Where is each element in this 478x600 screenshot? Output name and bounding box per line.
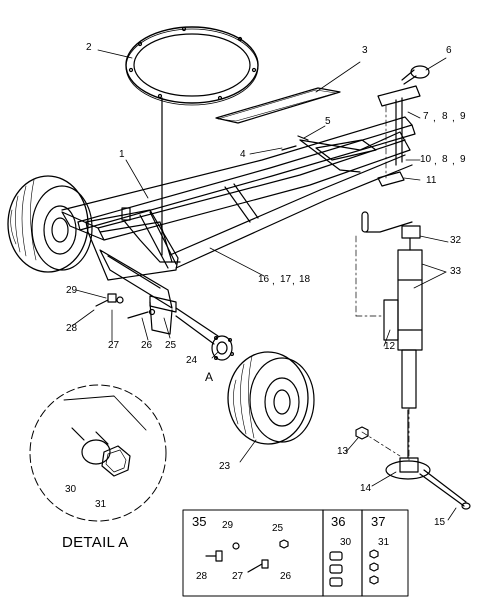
comma-17-18: , xyxy=(292,276,295,287)
decal-plate xyxy=(215,87,341,124)
callout-16: 16 xyxy=(258,274,270,285)
kit-35-part-29: 29 xyxy=(222,520,234,531)
comma-10-8: , xyxy=(434,156,437,167)
kit-35-part-25: 25 xyxy=(272,523,284,534)
jack-foot xyxy=(385,409,431,480)
detail-a-circle xyxy=(29,384,167,522)
kit-36-part-30: 30 xyxy=(340,537,352,548)
center-lines xyxy=(161,97,410,461)
right-hub xyxy=(175,307,235,361)
callout-11: 11 xyxy=(426,175,437,186)
callout-12: 12 xyxy=(384,341,396,352)
callout-32: 32 xyxy=(450,235,462,246)
turntable-ring xyxy=(125,26,259,106)
kit-35-part-27: 27 xyxy=(232,571,244,582)
detail-a-title: DETAIL A xyxy=(62,534,129,551)
leader-lines xyxy=(71,49,457,521)
callout-1: 1 xyxy=(119,149,125,160)
callout-3: 3 xyxy=(362,45,368,56)
callout-23: 23 xyxy=(219,461,231,472)
comma-8-9: , xyxy=(452,113,455,124)
callout-13: 13 xyxy=(337,446,349,457)
jack-stand xyxy=(361,211,423,409)
callout-10: 10 xyxy=(420,154,432,165)
callout-33: 33 xyxy=(450,266,462,277)
callout-28: 28 xyxy=(66,323,78,334)
detail-callout-31: 31 xyxy=(95,499,107,510)
hitch-bracket xyxy=(377,65,430,187)
right-wheel xyxy=(227,351,315,445)
callout-26: 26 xyxy=(141,340,153,351)
jack-pin xyxy=(419,469,471,510)
callout-29: 29 xyxy=(66,285,78,296)
callout-2: 2 xyxy=(86,42,92,53)
kit-36-title: 36 xyxy=(331,514,346,529)
callout-7: 7 xyxy=(423,111,429,122)
callout-27: 27 xyxy=(108,340,120,351)
callout-15: 15 xyxy=(434,517,446,528)
callout-18: 18 xyxy=(299,274,311,285)
comma-16-17: , xyxy=(272,276,275,287)
callout-24: 24 xyxy=(186,355,198,366)
callout-14: 14 xyxy=(360,483,372,494)
callout-8a: 8 xyxy=(442,111,448,122)
callout-25: 25 xyxy=(165,340,177,351)
callout-9b: 9 xyxy=(460,154,466,165)
kit-37-part-31: 31 xyxy=(378,537,390,548)
callout-8b: 8 xyxy=(442,154,448,165)
jack-nut xyxy=(355,426,369,440)
kit-37-title: 37 xyxy=(371,514,386,529)
callout-4: 4 xyxy=(240,149,246,160)
callout-17: 17 xyxy=(280,274,292,285)
callout-6: 6 xyxy=(446,45,452,56)
kit-box xyxy=(182,509,409,597)
callout-A: A xyxy=(205,370,214,384)
callout-9a: 9 xyxy=(460,111,466,122)
callout-5: 5 xyxy=(325,116,331,127)
comma-8b-9: , xyxy=(452,156,455,167)
detail-callout-30: 30 xyxy=(65,484,77,495)
left-fasteners xyxy=(95,293,156,319)
kit-35-title: 35 xyxy=(192,514,207,529)
comma-7-8: , xyxy=(433,113,436,124)
kit-35-part-28: 28 xyxy=(196,571,208,582)
left-wheel xyxy=(7,175,93,273)
kit-35-part-26: 26 xyxy=(280,571,292,582)
main-frame xyxy=(61,116,416,335)
